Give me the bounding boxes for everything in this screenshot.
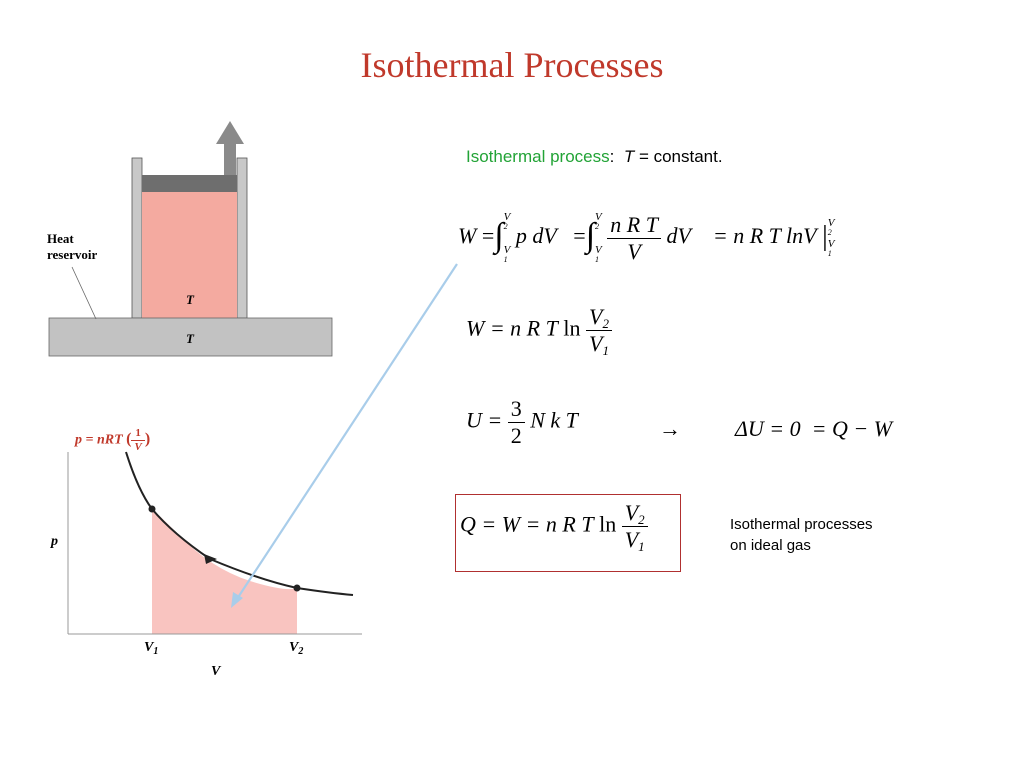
definition-term: Isothermal process: [466, 147, 610, 166]
definition-colon: :: [609, 147, 615, 166]
heat-label: Heat: [47, 231, 74, 246]
integral-sign-1: ∫: [494, 217, 504, 254]
integral-sign-2: ∫: [585, 217, 596, 254]
eq4-lhs: Q = W = n R T: [460, 511, 594, 537]
x-axis-label: V: [211, 664, 221, 679]
definition-symbol: T: [623, 147, 635, 166]
reservoir-temperature-label: T: [186, 331, 194, 346]
eq1-equals-2: =: [573, 223, 586, 249]
gas-region: [142, 192, 237, 318]
eq2-lhs: W = n R T: [466, 315, 558, 341]
heat-reservoir: [48, 317, 333, 357]
up-arrow-icon: [216, 121, 244, 144]
state-point-1: [148, 505, 156, 513]
pv-formula-paren-close: ): [144, 430, 151, 448]
arrow-shaft: [224, 142, 236, 180]
connector-line: [234, 263, 458, 603]
pv-formula-num: 1: [131, 428, 145, 441]
piston-diagram: [48, 121, 333, 357]
gas-temperature-label: T: [186, 292, 194, 307]
y-axis-label: p: [51, 534, 58, 549]
eq2-ln: ln: [563, 315, 581, 341]
eq1-w: W: [458, 223, 477, 249]
caption-line-2: on ideal gas: [730, 537, 811, 554]
eq1-equals: =: [481, 223, 495, 249]
connector-arrow: [231, 263, 458, 608]
reservoir-label: reservoir: [47, 247, 98, 262]
piston: [142, 175, 237, 192]
pv-formula-den: V: [134, 441, 142, 453]
v1-label: V1: [144, 640, 159, 657]
reservoir-leader-line: [71, 266, 97, 320]
pv-formula-paren-open: (: [126, 430, 132, 448]
eq3-rhs: N k T: [530, 407, 578, 433]
eq1-integrand: p dV: [515, 223, 557, 249]
pv-graph: [67, 451, 362, 635]
v2-label: V2: [289, 640, 304, 657]
implies-arrow-icon: →: [659, 416, 681, 441]
eq1-dv: dV: [666, 223, 691, 249]
eq3-u: U =: [466, 407, 503, 433]
caption: Isothermal processes on ideal gas: [730, 514, 873, 556]
eq3-q-minus-w: = Q − W: [811, 416, 893, 441]
cylinder-left-wall: [131, 157, 143, 319]
eq1-result: = n R T lnV: [712, 223, 817, 249]
work-area: [152, 509, 297, 634]
state-point-2: [293, 584, 301, 592]
eq1-eval-bar: |: [822, 221, 828, 253]
caption-line-1: Isothermal processes: [730, 516, 873, 533]
definition-line: Isothermal process: T = constant.: [466, 147, 723, 167]
definition-rest: = constant.: [638, 147, 723, 166]
result-box: [455, 494, 681, 572]
eq4-ln: ln: [599, 511, 617, 537]
first-law-equation: ΔU = 0 = Q − W: [735, 418, 892, 440]
eq3-delta-u: ΔU = 0: [735, 416, 801, 441]
connector-arrowhead-icon: [231, 592, 243, 608]
slide-title: Isothermal Processes: [360, 45, 664, 85]
direction-arrow-icon: [204, 554, 217, 564]
pv-formula-lhs: p = nRT: [75, 432, 123, 448]
